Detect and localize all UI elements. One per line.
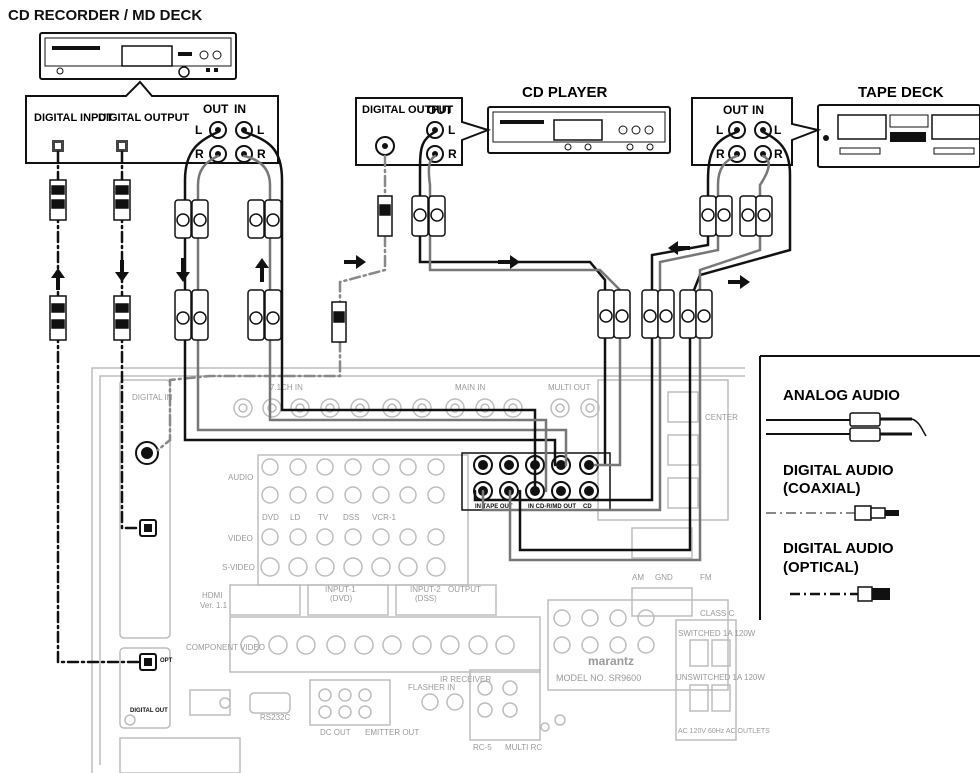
legend-coax-cable-icon (766, 506, 899, 520)
arrow-right-icon (728, 275, 750, 289)
cdp-l-label: L (448, 123, 455, 137)
label-center: CENTER (705, 413, 738, 422)
cdr-r-label-out: R (195, 147, 204, 161)
legend-optical-label-2: (OPTICAL) (783, 559, 859, 576)
arrow-up-icon (255, 258, 269, 282)
label-digital-in: DIGITAL IN (132, 393, 173, 402)
label-unswitched: UNSWITCHED 1A 120W (676, 673, 765, 682)
analog-cdr-out-l (185, 132, 555, 465)
arrow-right-icon (344, 255, 366, 269)
label-dss: DSS (343, 513, 359, 522)
receiver-brand-area: marantz MODEL NO. SR9600 AC 120V 60Hz AC… (556, 654, 770, 735)
label-input2: INPUT-2 (410, 585, 441, 594)
label-hdmi-ver: Ver. 1.1 (200, 601, 228, 610)
cdr-in-label: IN (234, 102, 246, 116)
cd-player-panel: DIGITAL OUTPUT OUT L R (356, 98, 488, 165)
tape-deck-title: TAPE DECK (858, 84, 944, 101)
label-main-in: MAIN IN (455, 383, 485, 392)
label-ac-outlet: AC 120V 60Hz AC OUTLETS (678, 728, 770, 735)
label-am: AM (632, 573, 644, 582)
cd-player-device: CD PLAYER (488, 84, 670, 153)
legend-coax-label-2: (COAXIAL) (783, 480, 861, 497)
cdr-digital-output-text: DIGITAL OUTPUT (98, 112, 190, 124)
cdr-out-label: OUT (203, 102, 229, 116)
label-s-video: S-VIDEO (222, 563, 255, 572)
label-fm: FM (700, 573, 712, 582)
label-71ch-in: 7.1CH IN (270, 383, 303, 392)
arrow-down-icon (115, 260, 129, 282)
label-component-video: COMPONENT VIDEO (186, 643, 265, 652)
legend-analog-label: ANALOG AUDIO (783, 387, 900, 404)
label-input2-sub: (DSS) (415, 594, 437, 603)
label-hdmi: HDMI (202, 591, 222, 600)
legend-coax-label-1: DIGITAL AUDIO (783, 462, 894, 479)
cdr-l-label-in: L (257, 123, 264, 137)
tape-deck-device: TAPE DECK (818, 84, 980, 167)
label-output: OUTPUT (448, 585, 481, 594)
arrow-left-icon (668, 241, 690, 255)
label-dc-out: DC OUT (320, 728, 351, 737)
label-dvd: DVD (262, 513, 279, 522)
cd-player-title: CD PLAYER (522, 84, 607, 101)
label-emitter-out: EMITTER OUT (365, 728, 419, 737)
cdp-r-label: R (448, 147, 457, 161)
label-gnd: GND (655, 573, 673, 582)
analog-cdr-in-l (244, 132, 535, 491)
legend-optical-label-1: DIGITAL AUDIO (783, 540, 894, 557)
legend-analog-cable-icon (766, 413, 926, 441)
label-input1: INPUT-1 (325, 585, 356, 594)
tape-r-label-out: R (716, 147, 725, 161)
arrow-up-icon (51, 268, 65, 290)
cd-recorder-title: CD RECORDER / MD DECK (8, 7, 202, 24)
cd-recorder-device: CD RECORDER / MD DECK (8, 7, 236, 79)
arrow-down-icon (176, 258, 190, 282)
signal-direction-arrows (51, 241, 750, 290)
label-rs232c: RS232C (260, 713, 290, 722)
brand-logo: marantz (588, 654, 634, 668)
legend: ANALOG AUDIO DIGITAL AUDIO (COAXIAL) DIG… (760, 356, 980, 620)
label-flasher-in: FLASHER IN (408, 683, 455, 692)
arrow-right-icon (498, 255, 520, 269)
label-rc5: RC-5 (473, 743, 492, 752)
cdr-l-label-out: L (195, 123, 202, 137)
model-number: MODEL NO. SR9600 (556, 673, 641, 683)
label-switched: SWITCHED 1A 120W (678, 629, 756, 638)
tape-l-label-in: L (774, 123, 781, 137)
analog-cdp-r (429, 156, 620, 465)
tape-r-label-in: R (774, 147, 783, 161)
cd-recorder-panel: DIGITAL INPUT DIGITAL OUTPUT OUT IN L R … (26, 82, 278, 163)
tape-in-label: IN (752, 103, 764, 117)
optical-cable-to-cdr-input (58, 152, 140, 662)
cdp-out-label: OUT (427, 103, 453, 117)
label-vcr1: VCR-1 (372, 513, 397, 522)
label-input1-sub: (DVD) (330, 594, 353, 603)
label-video: VIDEO (228, 534, 253, 543)
component-jacks (241, 636, 514, 654)
tape-out-label: OUT (723, 103, 749, 117)
legend-optical-cable-icon (790, 587, 890, 601)
label-class-c: CLASS C (700, 609, 734, 618)
analog-cdp-l (420, 132, 605, 465)
label-multi-rc: MULTI RC (505, 743, 542, 752)
label-audio: AUDIO (228, 473, 253, 482)
upper-jack-row (234, 399, 599, 417)
label-digital-out: DIGITAL OUT (130, 708, 168, 714)
cdr-r-label-in: R (257, 147, 266, 161)
label-ir-receiver: IR RECEIVER (440, 675, 491, 684)
label-multi-out: MULTI OUT (548, 383, 591, 392)
label-tv: TV (318, 513, 329, 522)
label-opt: OPT (160, 658, 173, 664)
tape-l-label-out: L (716, 123, 723, 137)
label-ld: LD (290, 513, 300, 522)
receiver-used-jacks (136, 442, 610, 670)
